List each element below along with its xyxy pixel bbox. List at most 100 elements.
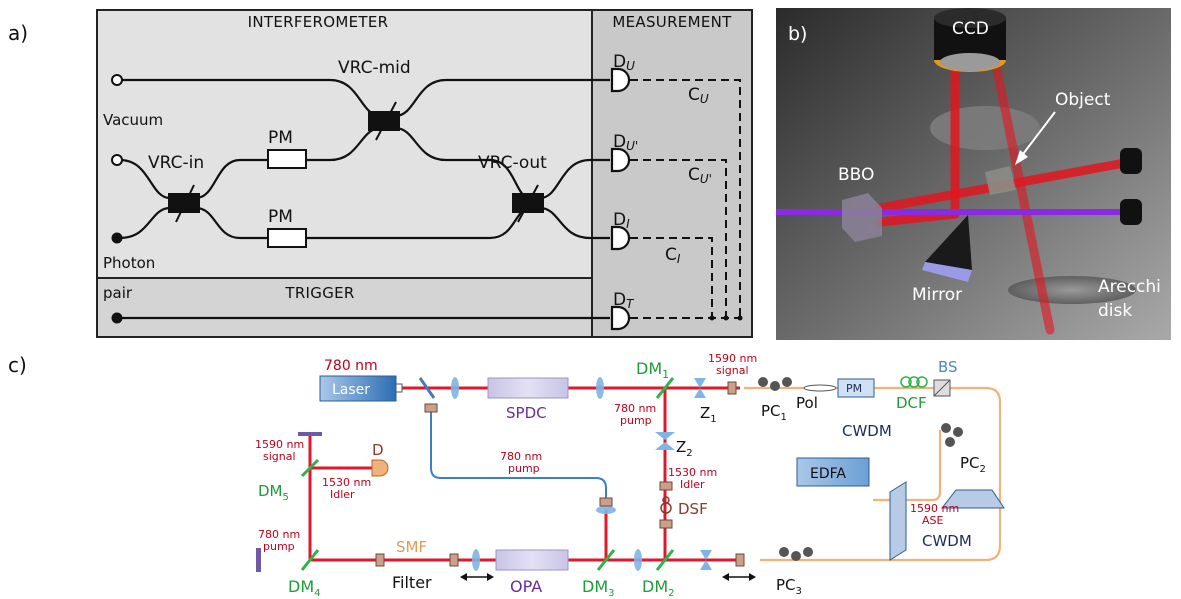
dm2-label: DM2 — [642, 577, 675, 599]
signal-left-label-1: 1590 nm — [255, 438, 304, 451]
dm5-icon — [300, 458, 320, 478]
trigger-box — [96, 277, 593, 338]
detector-d-label: D — [372, 441, 384, 459]
photon-label: Photon — [103, 254, 155, 272]
smf-label: SMF — [396, 538, 427, 556]
mirror-body-icon — [925, 215, 972, 270]
measurement-title: MEASUREMENT — [612, 13, 732, 31]
junction-u — [737, 315, 743, 321]
object-icon — [985, 166, 1016, 195]
pickoff-mirror-icon — [418, 377, 436, 399]
trigger-title: TRIGGER — [284, 284, 354, 302]
pc1-paddle-1 — [758, 377, 768, 387]
ase-label-2: ASE — [922, 514, 944, 527]
pm-module-label: PM — [846, 382, 862, 395]
pump-blue-label-1: 780 nm — [500, 450, 542, 463]
bs-diagonal — [933, 379, 951, 397]
dm1-label: DM1 — [636, 359, 669, 381]
z1-icon — [694, 378, 706, 398]
pc1-label: PC1 — [761, 402, 787, 423]
couplers — [375, 381, 745, 567]
fiber-loop — [744, 386, 1002, 562]
cwdm-bottom-label: CWDM — [922, 532, 972, 550]
laser-wavelength-label: 780 nm — [324, 358, 378, 374]
lens-disk-icon — [930, 106, 1040, 150]
bs-label: BS — [938, 358, 958, 376]
coupler-smf-right-icon — [449, 553, 459, 567]
z1-label: Z1 — [700, 404, 717, 425]
detector-i-icon — [610, 225, 631, 251]
filter-label: Filter — [392, 573, 432, 592]
polarizer-icon — [803, 384, 837, 392]
right-detector-lower-icon — [1120, 199, 1142, 225]
dm1-icon — [655, 377, 675, 399]
coupler-signal-icon — [727, 381, 737, 395]
dsf-label: DSF — [678, 500, 708, 518]
detector-t-icon — [610, 305, 631, 331]
coinc-line-u — [630, 79, 741, 318]
ccd-label: CCD — [952, 19, 989, 39]
object-pointer-head — [1015, 150, 1028, 165]
pump-mid-label-1: 780 nm — [614, 402, 656, 415]
dcf-label: DCF — [896, 394, 927, 412]
det-i-label: DI — [613, 210, 630, 231]
idler-left-label-2: Idler — [330, 488, 355, 501]
vrc-mid-arrow — [375, 101, 397, 141]
pc1-paddle-2 — [770, 381, 780, 391]
dm2-icon — [655, 549, 675, 571]
pc1-paddle-3 — [782, 377, 792, 387]
panel-a-letter: a) — [8, 21, 28, 45]
ase-label-1: 1590 nm — [910, 502, 959, 515]
pol-controllers — [758, 377, 963, 561]
pc2-paddle-1 — [941, 423, 951, 433]
dm3-label: DM3 — [582, 577, 615, 599]
right-detector-upper-icon — [1120, 148, 1142, 174]
interferometer-title: INTERFEROMETER — [248, 13, 389, 31]
vrc-mid-label: VRC-mid — [338, 58, 411, 78]
panel-c-letter: c) — [8, 353, 27, 377]
coupler-idler-top-icon — [659, 481, 673, 491]
vrc-in-block — [168, 193, 200, 213]
pc3-label: PC3 — [776, 576, 802, 597]
idler-mid-label-2: Idler — [680, 478, 705, 491]
opa-crystal — [495, 549, 569, 571]
idler-left-label-1: 1530 nm — [322, 476, 371, 489]
z3-icon — [700, 550, 712, 570]
pump-left-label-1: 780 nm — [258, 528, 300, 541]
coupler-pump-icon — [424, 403, 438, 413]
end-mirror-left-icon — [256, 548, 261, 572]
input-port — [111, 154, 123, 166]
vrc-out-label: VRC-out — [478, 153, 547, 173]
vrc-mid-block — [368, 111, 400, 131]
panel-a: a) INTERFEROMETER MEASUREMENT TRIGGER VR… — [8, 9, 753, 338]
dsf-spool-icon — [660, 496, 672, 514]
pair-port — [111, 312, 123, 324]
pc3-paddle-3 — [803, 547, 813, 557]
edfa-label: EDFA — [810, 466, 846, 482]
junction-i — [709, 315, 715, 321]
lens-3-icon — [596, 506, 616, 514]
dm4-icon — [300, 549, 320, 571]
pm-bottom-label: PM — [268, 207, 293, 227]
signal-top-label-2: signal — [716, 364, 749, 377]
object-label: Object — [1055, 90, 1111, 110]
coinc-u-prime-label: CU' — [688, 165, 712, 186]
detector-u-prime-icon — [610, 147, 631, 173]
lens-5-icon — [634, 549, 642, 571]
object-pointer-line — [1019, 111, 1056, 159]
pm-bottom-box — [267, 228, 307, 248]
vrc-in-label: VRC-in — [148, 153, 204, 173]
cwdm-lower-icon — [940, 489, 1005, 509]
translation-heads — [460, 573, 756, 581]
coupler-smf-left-icon — [375, 553, 385, 567]
arecchi-label-1: Arecchi — [1098, 277, 1161, 297]
laser-label: Laser — [332, 382, 370, 398]
coinc-u-label: CU — [688, 85, 709, 106]
pm-top-label: PM — [268, 128, 293, 148]
pump-blue-label-2: pump — [508, 462, 540, 475]
detector-u-icon — [610, 67, 631, 93]
lenses — [451, 377, 642, 571]
dcf-spool-icon — [900, 376, 928, 388]
dm5-label: DM5 — [258, 482, 289, 503]
